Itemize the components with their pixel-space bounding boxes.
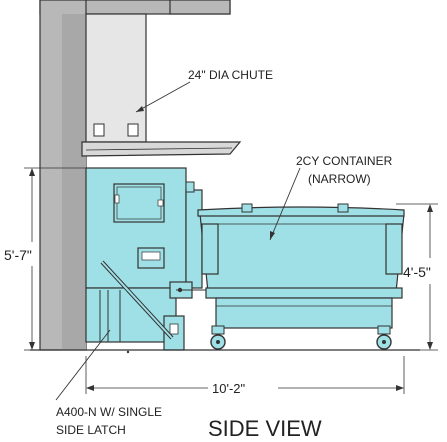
lid-handle-right bbox=[337, 203, 349, 213]
ground-mark bbox=[126, 350, 130, 354]
caster-mount-rear bbox=[377, 325, 391, 335]
label-width-bottom: 10'-2" bbox=[212, 381, 246, 396]
label-model-line2: SIDE LATCH bbox=[56, 423, 126, 437]
leader-chute bbox=[135, 81, 191, 113]
leader-chute-arrow bbox=[136, 106, 144, 112]
latch-bolt bbox=[169, 323, 179, 335]
label-model-line1: A400-N W/ SINGLE bbox=[56, 405, 162, 419]
dimension-right-height bbox=[394, 203, 438, 351]
label-height-left: 5'-7" bbox=[4, 247, 32, 263]
container-rear-bracket bbox=[385, 223, 403, 275]
leader-model bbox=[55, 329, 111, 401]
door-latch bbox=[157, 199, 164, 207]
caster-mount-front bbox=[211, 325, 225, 335]
access-door bbox=[113, 183, 165, 223]
compactor-unit bbox=[85, 167, 206, 351]
chute-flange-edge bbox=[85, 147, 233, 151]
label-container-line1: 2CY CONTAINER bbox=[296, 154, 393, 168]
leader-container-arrow bbox=[270, 231, 275, 240]
wall-column-shade bbox=[62, 14, 86, 350]
latch-arm-fill bbox=[101, 261, 173, 339]
chute-body bbox=[85, 13, 147, 143]
compactor-base bbox=[85, 287, 177, 343]
container-front-bracket bbox=[201, 223, 219, 275]
chute-bracket-left bbox=[93, 123, 105, 137]
container bbox=[197, 203, 405, 350]
ceiling-right bbox=[169, 0, 231, 15]
caster-hub-rear bbox=[382, 340, 386, 344]
compactor-top-cap bbox=[185, 181, 195, 193]
lid-handle-left bbox=[241, 203, 253, 213]
control-panel bbox=[141, 251, 161, 261]
dimension-bottom-width bbox=[85, 356, 405, 394]
compactor-ram-housing bbox=[185, 189, 203, 289]
dim-right-arrow-top bbox=[427, 204, 433, 212]
latch-pivot bbox=[177, 287, 183, 293]
caster-hub-front bbox=[216, 340, 220, 344]
chute bbox=[81, 13, 242, 157]
label-height-right: 4'-5" bbox=[403, 264, 431, 280]
label-chute: 24" DIA CHUTE bbox=[188, 68, 273, 82]
container-lid bbox=[197, 206, 405, 217]
dim-left-arrow-top bbox=[29, 168, 35, 176]
leader-container bbox=[269, 167, 301, 241]
dim-right-arrow-bottom bbox=[427, 342, 433, 350]
container-fork-rail bbox=[205, 287, 403, 299]
container-body bbox=[199, 213, 405, 293]
building-structure bbox=[39, 0, 231, 351]
view-title: SIDE VIEW bbox=[208, 416, 322, 441]
container-base bbox=[215, 297, 393, 329]
dim-bottom-arrow-left bbox=[86, 385, 94, 391]
label-container-line2: (NARROW) bbox=[308, 172, 371, 186]
dimension-left-height bbox=[24, 167, 86, 351]
dim-left-arrow-bottom bbox=[29, 342, 35, 350]
chute-bracket-right bbox=[127, 123, 139, 137]
door-hinge bbox=[114, 194, 120, 204]
dim-bottom-arrow-right bbox=[396, 385, 404, 391]
